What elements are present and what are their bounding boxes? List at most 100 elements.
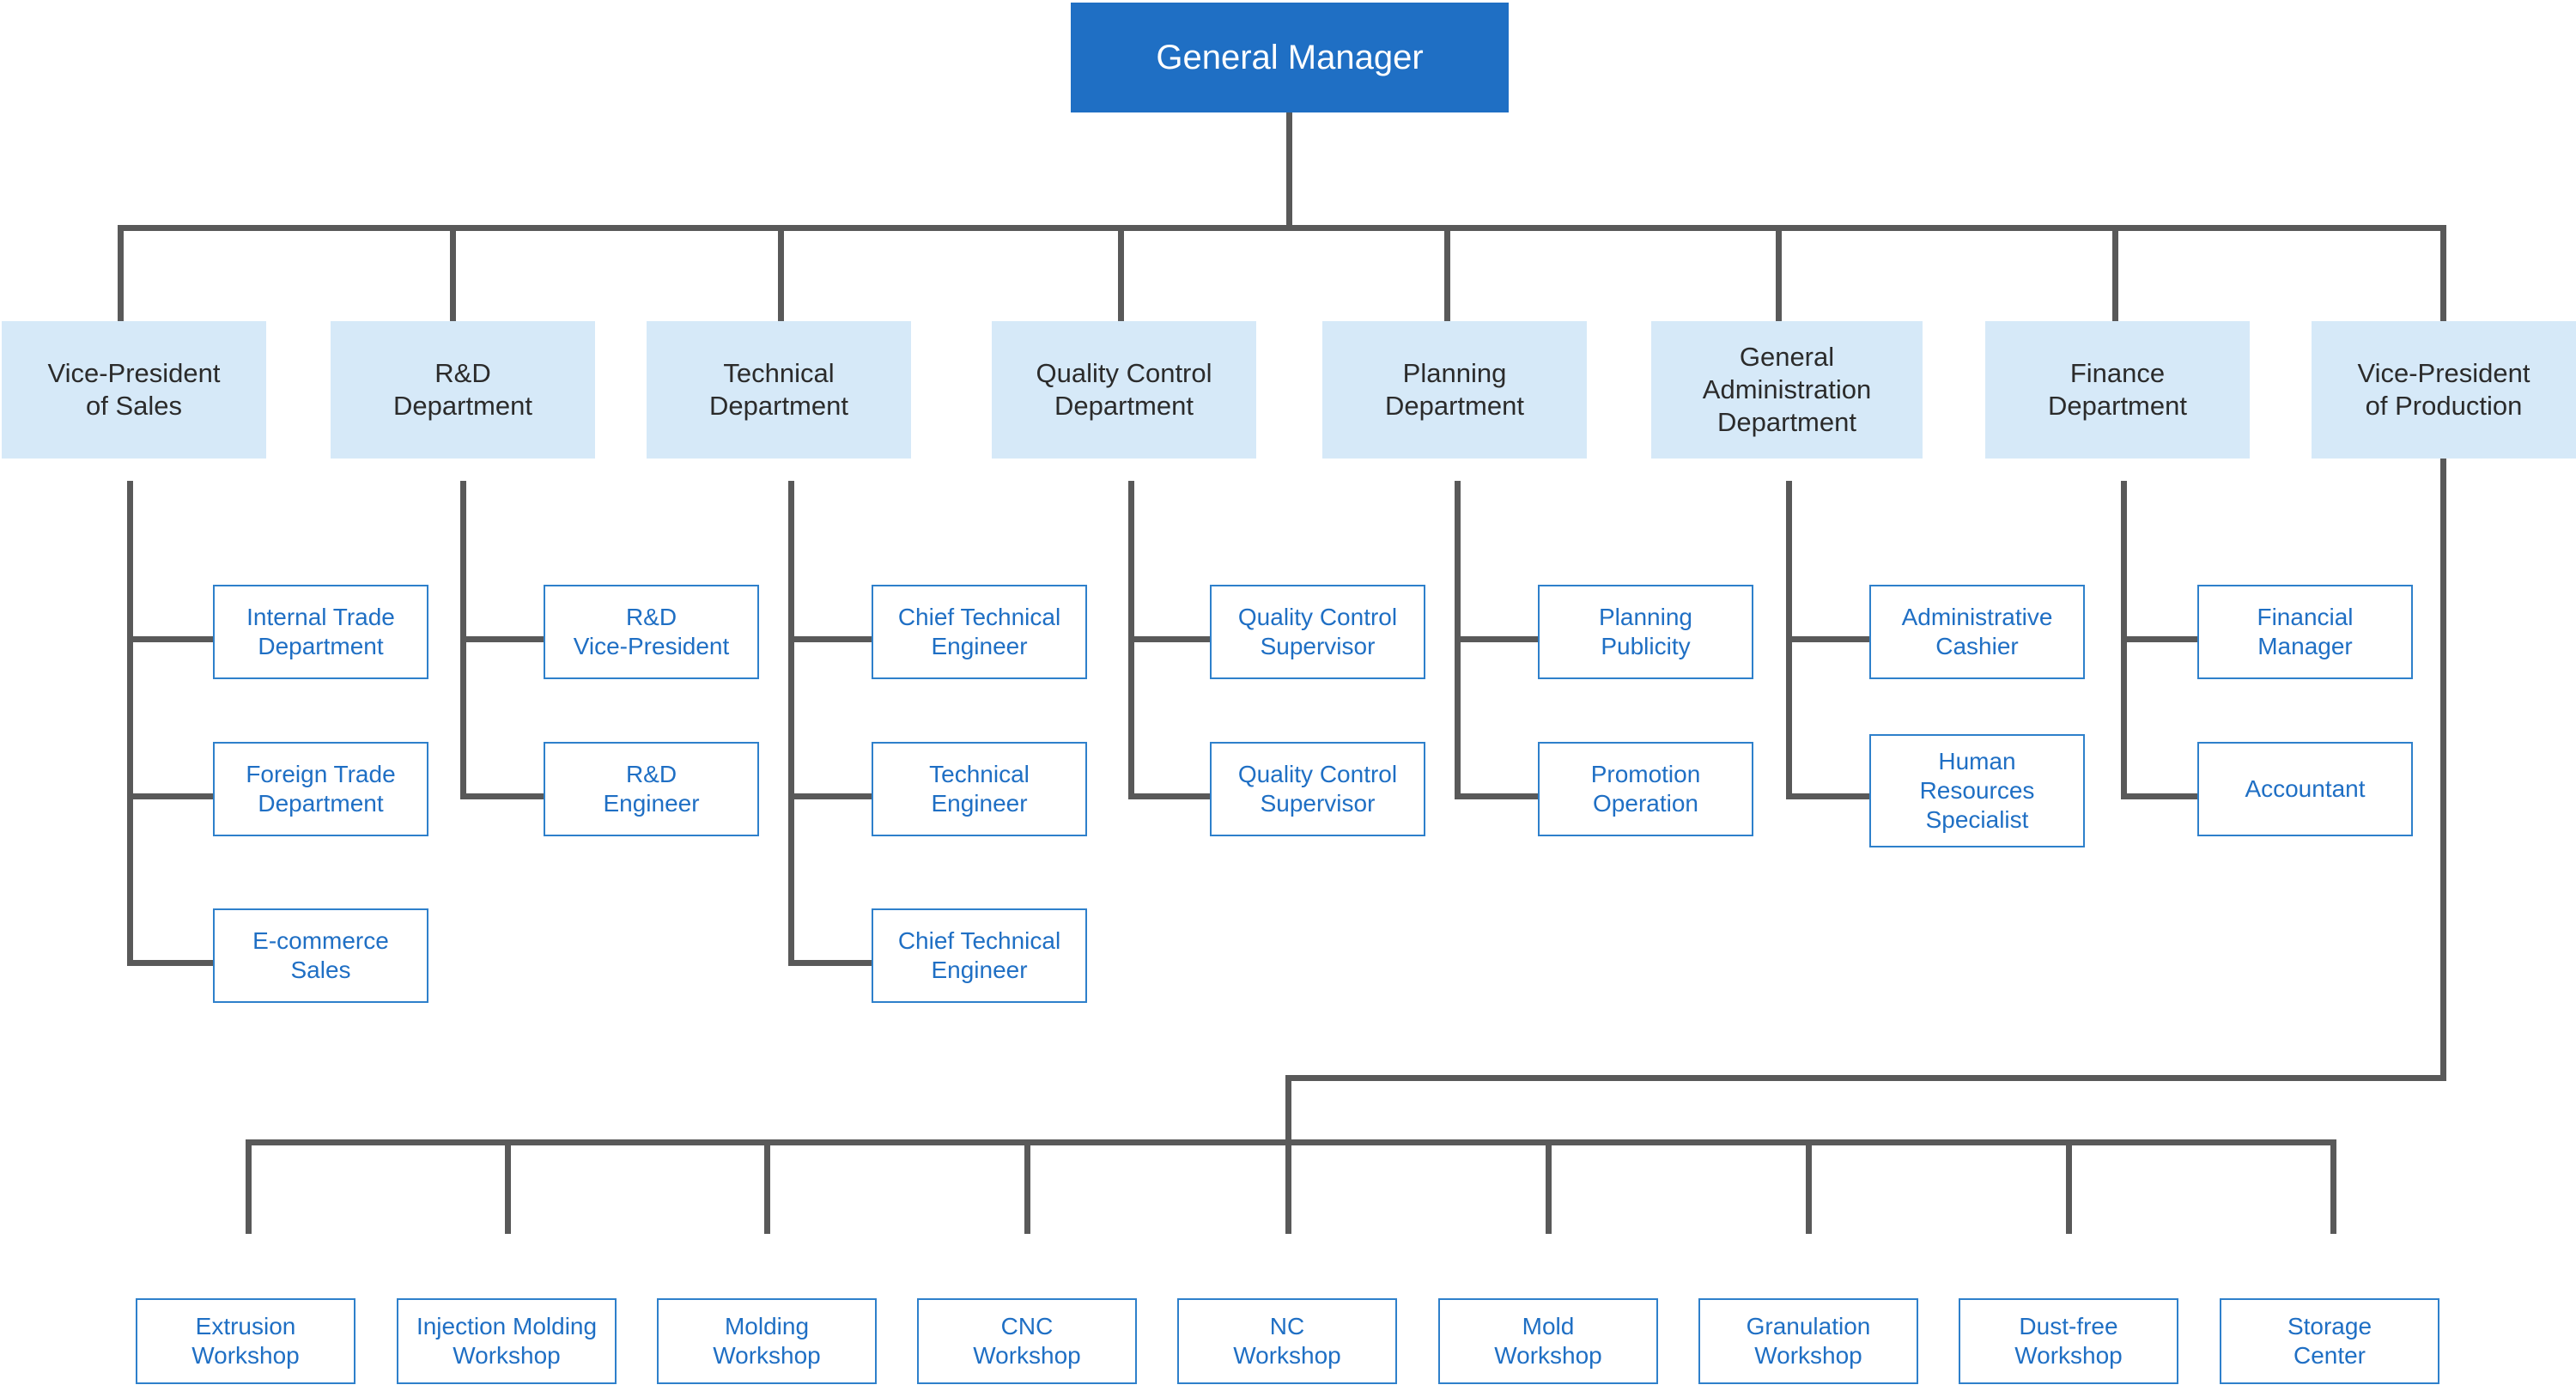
connector-drop-vp-sales [118,225,124,321]
connector-drop-granulation-workshop [1806,1139,1812,1234]
connector-drop-general-admin [1776,225,1782,321]
connector-vp-production-to-workshop-bus [1285,1075,2446,1081]
connector-branch-qc-supervisor-1 [1128,636,1214,642]
connector-branch-chief-technical-engineer-1 [788,636,874,642]
connector-drop-technical [778,225,784,321]
connector-drop-nc-workshop [1285,1139,1291,1234]
connector-drop-injection-molding-workshop [505,1139,511,1234]
node-label: General Manager [1156,38,1424,76]
connector-drop-storage-center [2330,1139,2336,1234]
connector-spine-vp-production [2440,459,2446,1081]
connector-spine-vp-sales [127,481,133,966]
connector-drop-vp-production [2440,225,2446,321]
connector-branch-chief-technical-engineer-2 [788,960,874,966]
connector-drop-mold-workshop [1546,1139,1552,1234]
connector-level2-bus [118,225,2446,231]
connector-branch-financial-manager [2121,636,2207,642]
node-accountant[interactable]: Accountant [2197,742,2413,836]
connector-spine-technical [788,481,794,966]
connector-drop-rnd [450,225,456,321]
connector-branch-hr-specialist [1786,793,1872,799]
connector-branch-accountant [2121,793,2207,799]
connector-drop-dust-free-workshop [2066,1139,2072,1234]
connector-branch-rnd-engineer [460,793,546,799]
node-label: Accountant [2245,774,2366,802]
connector-drop-quality-control [1118,225,1124,321]
node-general-manager[interactable]: General Manager [1071,3,1509,112]
connector-drop-planning [1444,225,1450,321]
connector-branch-planning-publicity [1455,636,1540,642]
connector-drop-molding-workshop [764,1139,770,1234]
connector-drop-finance [2112,225,2118,321]
connector-root-stem [1286,112,1292,228]
connector-drop-cnc-workshop [1024,1139,1030,1234]
connector-branch-qc-supervisor-2 [1128,793,1214,799]
connector-branch-technical-engineer [788,793,874,799]
connector-branch-administrative-cashier [1786,636,1872,642]
